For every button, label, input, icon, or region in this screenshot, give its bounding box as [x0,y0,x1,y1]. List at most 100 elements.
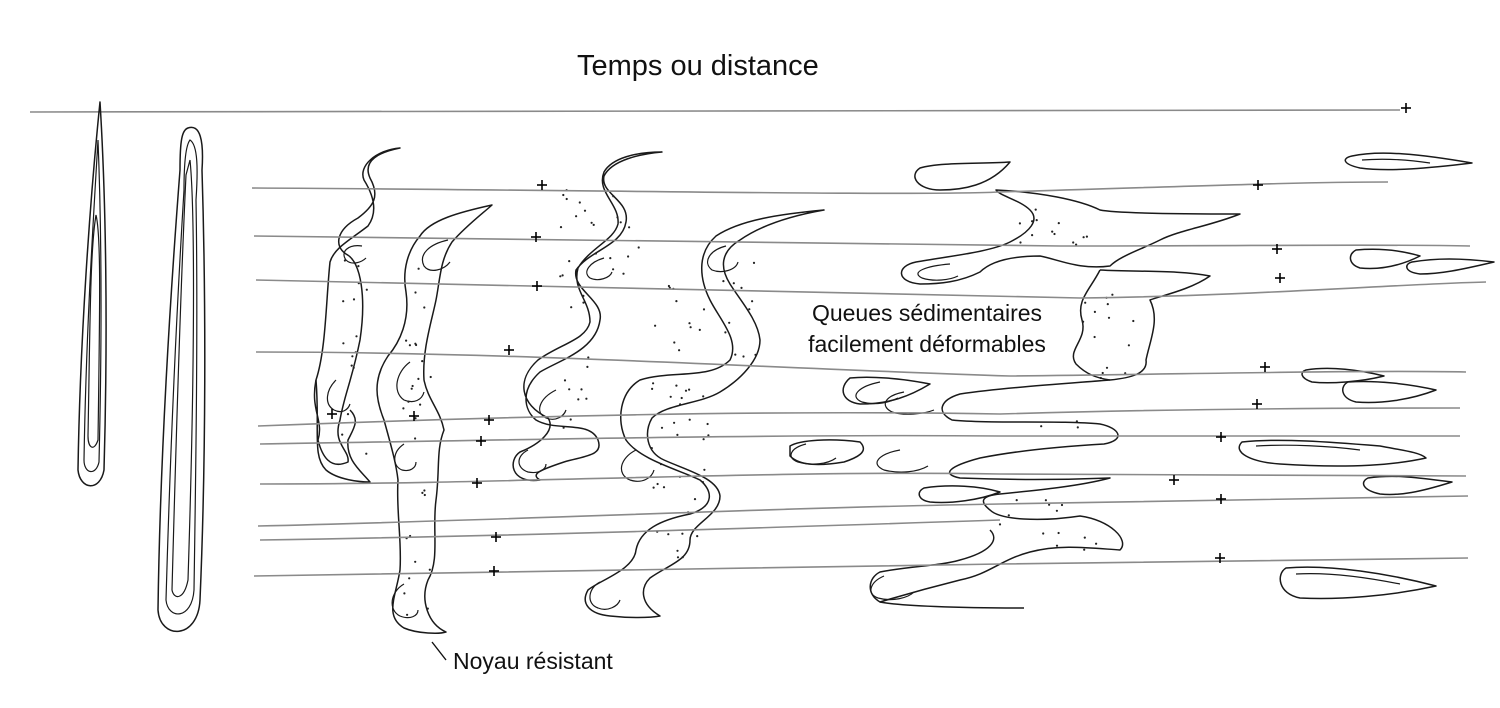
sediment-dot [660,426,664,429]
sediment-dot [423,489,426,492]
diagram-title: Temps ou distance [577,50,819,82]
sediment-dot [1107,316,1111,319]
sediment-dot [408,344,411,347]
sediment-dot [1082,236,1085,239]
reference-marker [1260,362,1270,372]
fold-stage-2 [157,126,206,633]
sediment-dot [419,403,422,406]
sediment-dot [702,308,706,311]
reference-marker [1275,273,1285,283]
sediment-dot [343,259,346,262]
reference-marker [484,415,494,425]
sediment-dot [1093,310,1096,313]
reference-marker [476,436,486,446]
sediment-dot [676,549,679,552]
sediment-dot [575,215,578,218]
sediment-dot [754,353,757,356]
sediment-dot [590,221,593,224]
sediment-dot [693,498,697,501]
sediment-dot [352,298,356,301]
sediment-dot [1051,230,1054,233]
resistant-core-label: Noyau résistant [453,648,613,674]
reference-marker [409,411,419,421]
reference-marker [1215,553,1225,563]
sediment-dot [1031,234,1034,237]
sediment-dot [667,533,670,536]
sediment-dot [652,382,655,385]
sediment-dot [676,556,680,559]
sediment-dot [706,422,709,426]
sediment-dot [411,384,414,388]
sediment-dot [352,366,355,369]
sediment-dot [681,556,684,559]
sediment-dot [577,398,580,401]
sediment-dot [1083,548,1086,551]
fold-stage-1 [77,101,107,487]
sediment-dot [570,306,573,309]
sediment-dots [341,189,1135,616]
sediment-dot [1055,544,1059,547]
reference-marker [491,532,501,542]
reference-marker [489,566,499,576]
reference-marker [532,281,542,291]
sediment-dot [612,268,615,271]
sediment-tails-label: Queues sédimentaires facilement déformab… [786,298,1068,360]
sediment-dot [1093,335,1096,339]
sediment-dot [1057,222,1060,225]
sediment-dot [414,560,417,563]
sediment-dot [403,592,406,595]
sediment-dot [365,288,368,291]
sediment-dot [1072,241,1075,244]
sediment-dot [355,335,358,338]
sediment-dot [417,267,420,270]
sediment-dot [734,353,737,356]
fold-stage-3 [313,147,493,634]
sediment-dot [406,613,409,616]
sediment-dot [350,364,353,367]
sediment-dot [689,326,692,329]
sediment-dot [681,532,684,535]
sediment-dot [582,301,585,304]
sediment-dot [1075,243,1078,246]
sediment-dot [342,342,345,345]
reference-marker [537,180,547,190]
sediment-dot [1132,319,1135,323]
sediment-dot [724,331,727,334]
sediment-dot [351,355,354,358]
sediment-dot [1106,303,1109,306]
sediment-dot [698,328,701,331]
sediment-dot [1127,344,1130,347]
sediment-dot [568,260,571,263]
sediment-tails-label-line1: Queues sédimentaires [811,300,1043,326]
sediment-dot [998,523,1002,526]
sediment-dot [559,226,563,229]
sediment-dot [627,255,630,258]
reference-marker [1216,432,1226,442]
reference-marker [1253,180,1263,190]
reference-marker [504,345,514,355]
sediment-dot [612,195,615,198]
sediment-dot [684,389,688,392]
sediment-dot [578,201,581,204]
reference-marker [1272,244,1282,254]
sediment-dot [703,468,706,471]
sediment-dot [696,535,699,538]
sediment-dot [402,407,405,410]
sediment-dot [637,246,640,249]
sediment-dot [1031,220,1034,223]
reference-marker [1216,494,1226,504]
sediment-dot [732,282,735,285]
sediment-dot [586,365,589,368]
core-leader-line [431,641,447,661]
sediment-dot [429,375,432,379]
fold-stage-5 [789,161,1241,609]
sediment-dot [702,438,705,441]
sediment-dot [651,387,654,390]
sediment-dot [1084,301,1087,304]
sediment-dot [619,221,622,224]
sediment-dot [688,388,691,391]
sediment-dot [562,426,565,429]
sediment-dot [421,491,424,494]
sediment-dot [669,395,672,398]
sediment-dot [622,272,625,275]
